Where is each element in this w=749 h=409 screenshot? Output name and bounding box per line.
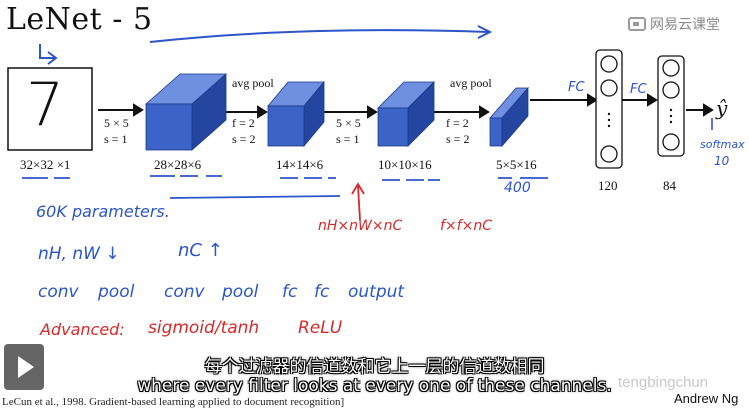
fc1-label: FC xyxy=(568,80,585,95)
subtitle-zh: 每个过滤器的信道数和它上一层的信道数相同 xyxy=(204,357,545,377)
seq-fc-2: fc xyxy=(314,282,330,302)
pool2-stride-label: s = 2 xyxy=(446,132,470,146)
fc2-layer xyxy=(657,55,685,157)
input-size-label: 32×32 ×1 xyxy=(20,157,71,172)
pool1-output-size: 14×14×6 xyxy=(276,157,324,172)
fc1-layer xyxy=(595,49,623,169)
pointer-arrow xyxy=(39,44,56,59)
seq-fc-1: fc xyxy=(282,282,298,302)
seq-pool-2: pool xyxy=(222,282,259,302)
seq-conv-1: conv xyxy=(38,282,79,302)
pointer-arrowhead xyxy=(47,51,58,65)
input-image-box xyxy=(7,67,93,151)
red-formula-volume: nH×nW×nC xyxy=(318,218,403,234)
pool1-stride-label: s = 2 xyxy=(232,132,256,146)
fc2-label: FC xyxy=(630,82,647,97)
params-note: 60K parameters. xyxy=(36,202,170,221)
softmax-classes: 10 xyxy=(714,154,730,168)
top-arrowhead xyxy=(477,25,493,39)
subtitle-en: where every filter looks at every one of… xyxy=(137,376,612,396)
volume-pool2 xyxy=(489,86,529,148)
advanced-label: Advanced: xyxy=(40,320,125,339)
conv1-stride-label: s = 1 xyxy=(104,132,128,146)
red-pointer-arrow xyxy=(357,185,361,221)
underlines xyxy=(22,175,548,199)
advanced-sigmoid: sigmoid/tanh xyxy=(148,318,260,338)
volume-conv2 xyxy=(377,81,435,147)
conv2-stride-label: s = 1 xyxy=(336,132,360,146)
output-yhat: ŷ xyxy=(716,96,728,120)
author-name: Andrew Ng xyxy=(674,391,739,406)
fc1-ellipsis xyxy=(607,112,611,128)
conv2-output-size: 10×10×16 xyxy=(378,157,432,172)
page-title: LeNet - 5 xyxy=(6,2,153,37)
flatten-note: 400 xyxy=(504,180,531,196)
volume-conv1 xyxy=(144,73,228,151)
softmax-label: softmax xyxy=(700,138,745,151)
pool1-title: avg pool xyxy=(232,76,274,90)
red-pointer-arrowhead xyxy=(351,182,365,195)
volume-pool1 xyxy=(267,80,325,148)
pool2-filter-label: f = 2 xyxy=(446,116,469,130)
trend-note-spatial: nH, nW ↓ xyxy=(38,244,120,264)
conv1-output-size: 28×28×6 xyxy=(154,157,202,172)
fc2-units: 84 xyxy=(663,178,676,193)
fc1-units: 120 xyxy=(598,178,618,193)
seq-output: output xyxy=(348,282,405,302)
fc2-ellipsis xyxy=(669,108,673,124)
seq-conv-2: conv xyxy=(164,282,205,302)
watermark: tengbingchun xyxy=(618,374,709,391)
play-button[interactable] xyxy=(4,344,44,390)
brand-logo: 网易云课堂 xyxy=(628,14,720,34)
pool2-output-size: 5×5×16 xyxy=(496,157,537,172)
citation: LeCun et al., 1998. Gradient-based learn… xyxy=(2,396,345,408)
seq-pool-1: pool xyxy=(98,282,135,302)
advanced-relu: ReLU xyxy=(298,318,343,338)
trend-note-channels: nC ↑ xyxy=(178,240,223,261)
input-digit: 7 xyxy=(26,70,65,140)
red-formula-filter: f×f×nC xyxy=(440,218,492,234)
conv1-filter-label: 5 × 5 xyxy=(104,116,129,130)
pool2-title: avg pool xyxy=(450,76,492,90)
brand-icon xyxy=(628,17,646,31)
top-handdrawn-arrow xyxy=(149,29,489,43)
brand-name: 网易云课堂 xyxy=(650,17,720,33)
conv2-filter-label: 5 × 5 xyxy=(336,116,361,130)
pool1-filter-label: f = 2 xyxy=(232,116,255,130)
